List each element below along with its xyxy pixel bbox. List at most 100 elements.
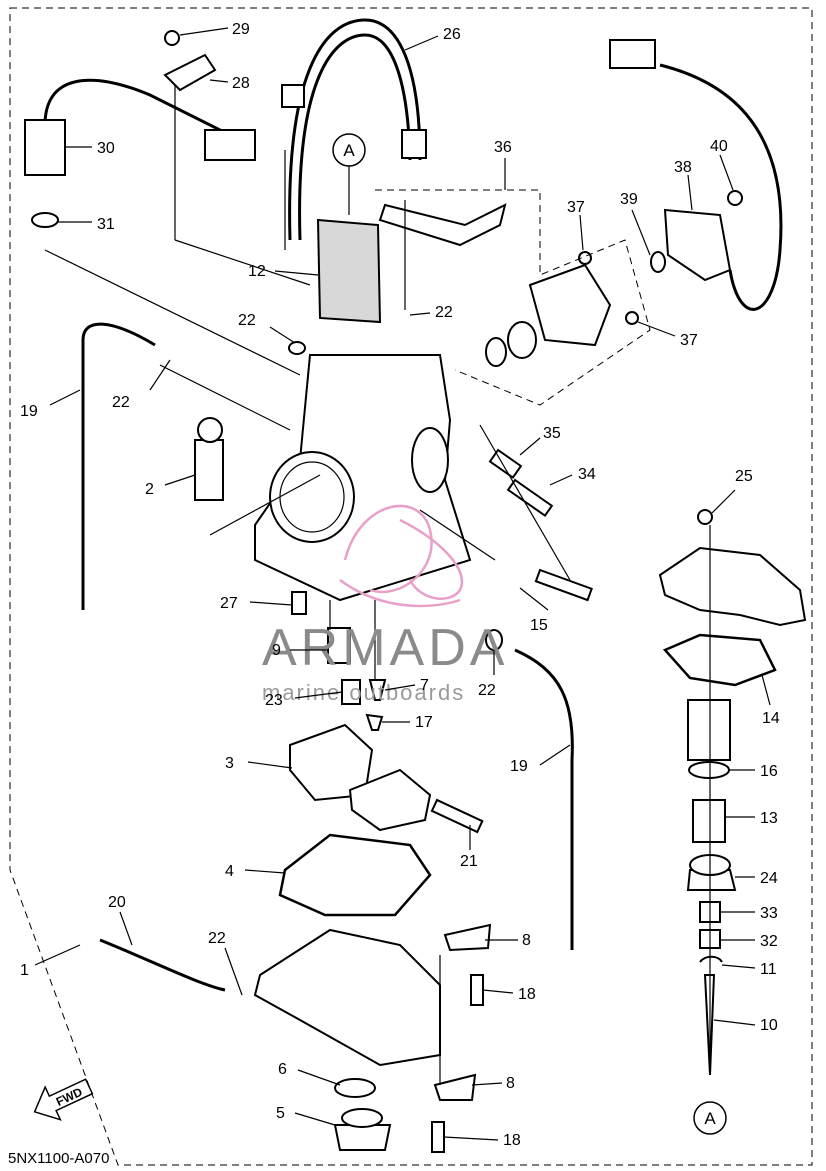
screw-25	[697, 509, 713, 525]
callout-18-upper: 18	[518, 986, 536, 1003]
callout-19a-leader	[49, 389, 81, 406]
callout-11-leader	[721, 964, 756, 969]
screw-34	[506, 478, 554, 518]
gasket-4	[278, 833, 432, 917]
idle-screw-knob	[197, 417, 223, 443]
callout-4: 4	[225, 863, 234, 880]
connector-30	[204, 129, 256, 161]
float-bowl	[253, 928, 441, 1067]
callout-12-leader	[274, 270, 319, 276]
callout-8-lower: 8	[506, 1075, 515, 1092]
clamp-28	[163, 53, 217, 92]
callout-28: 28	[232, 75, 250, 92]
callout-29: 29	[232, 21, 250, 38]
callout-34-leader	[549, 474, 573, 486]
callout-37-upper: 37	[567, 199, 585, 216]
hose-19-right	[514, 648, 574, 950]
sensor-30	[24, 119, 66, 176]
callout-6-leader	[297, 1069, 341, 1086]
callout-29-leader	[179, 27, 229, 36]
lever-36	[378, 203, 507, 247]
callout-36: 36	[494, 139, 512, 156]
fwd-arrow-shape	[33, 1078, 94, 1121]
sensor-wire-30	[43, 78, 231, 137]
idle-screw-2	[194, 439, 224, 501]
plate-12	[316, 218, 382, 324]
lever-box-dash	[375, 189, 651, 406]
callout-28-leader	[209, 79, 229, 83]
cover-plate	[528, 263, 612, 347]
ref-marker-bottom-circle	[693, 1101, 727, 1135]
callout-8b-leader	[471, 1082, 503, 1086]
callout-4-leader	[244, 869, 286, 874]
callout-16: 16	[760, 763, 778, 780]
callout-31: 31	[97, 216, 115, 233]
drain-plug-top	[341, 1108, 383, 1128]
callout-37-lower: 37	[680, 332, 698, 349]
assembly-line-13	[419, 509, 496, 561]
o-ring-31	[31, 212, 59, 228]
callout-13: 13	[760, 810, 778, 827]
callout-38-leader	[687, 174, 693, 211]
callout-32: 32	[760, 933, 778, 950]
callout-18b-leader	[443, 1136, 499, 1141]
gasket-14	[662, 633, 777, 687]
callout-5-leader	[294, 1112, 336, 1126]
callout-19-left: 19	[20, 403, 38, 420]
clip-17	[365, 713, 384, 731]
clip-11	[699, 955, 723, 963]
callout-11: 11	[760, 961, 777, 978]
callout-26: 26	[443, 26, 461, 43]
ref-marker-top: A	[343, 141, 355, 160]
callout-30: 30	[97, 140, 115, 157]
throttle-sensor-wire	[659, 63, 783, 311]
callout-23: 23	[265, 692, 283, 709]
callout-1-leader	[34, 944, 81, 966]
screw-40	[727, 190, 743, 206]
callout-25: 25	[735, 468, 753, 485]
intake-bore	[269, 451, 355, 543]
screw-29	[164, 30, 180, 46]
assembly-boundary	[9, 7, 813, 1166]
callout-38: 38	[674, 159, 692, 176]
hose-19-left	[81, 322, 156, 610]
spring-16	[688, 761, 730, 779]
watermark-logo-stroke-1	[343, 504, 433, 594]
watermark-logo	[339, 504, 464, 608]
callout-22-d: 22	[478, 682, 496, 699]
watermark-tagline: marine outboards	[262, 680, 465, 705]
callout-2: 2	[145, 481, 154, 498]
outlet-bore	[411, 427, 449, 493]
cover-25	[658, 546, 807, 627]
callout-19b-leader	[539, 744, 571, 766]
ref-marker-bottom: A	[704, 1109, 716, 1128]
callout-18a-leader	[482, 989, 514, 994]
callout-9: 9	[272, 642, 281, 659]
callout-1: 1	[20, 962, 29, 979]
bracket-8-upper	[443, 923, 492, 952]
callout-17: 17	[415, 714, 433, 731]
callout-27: 27	[220, 595, 238, 612]
callout-10-leader	[713, 1019, 756, 1026]
callout-5: 5	[276, 1105, 285, 1122]
assembly-line-6	[209, 474, 321, 536]
callout-40-leader	[719, 154, 734, 191]
callout-7: 7	[420, 677, 429, 694]
vent-hose-26	[288, 18, 422, 241]
callout-34: 34	[578, 466, 596, 483]
callout-21: 21	[460, 853, 478, 870]
watermark-logo-stroke-3	[339, 578, 461, 608]
callout-22e-leader	[224, 947, 243, 996]
screw-15	[534, 568, 593, 602]
connector-38	[609, 39, 656, 69]
callout-22b-leader	[409, 312, 431, 316]
slide-13	[692, 799, 726, 843]
bracket-8-lower	[433, 1073, 477, 1101]
assembly-line-2	[174, 239, 311, 286]
vent-hose-26-b	[298, 33, 412, 241]
callout-14-leader	[761, 674, 771, 706]
callout-22-e: 22	[208, 930, 226, 947]
o-ring-6	[334, 1078, 376, 1098]
callout-40: 40	[710, 138, 728, 155]
